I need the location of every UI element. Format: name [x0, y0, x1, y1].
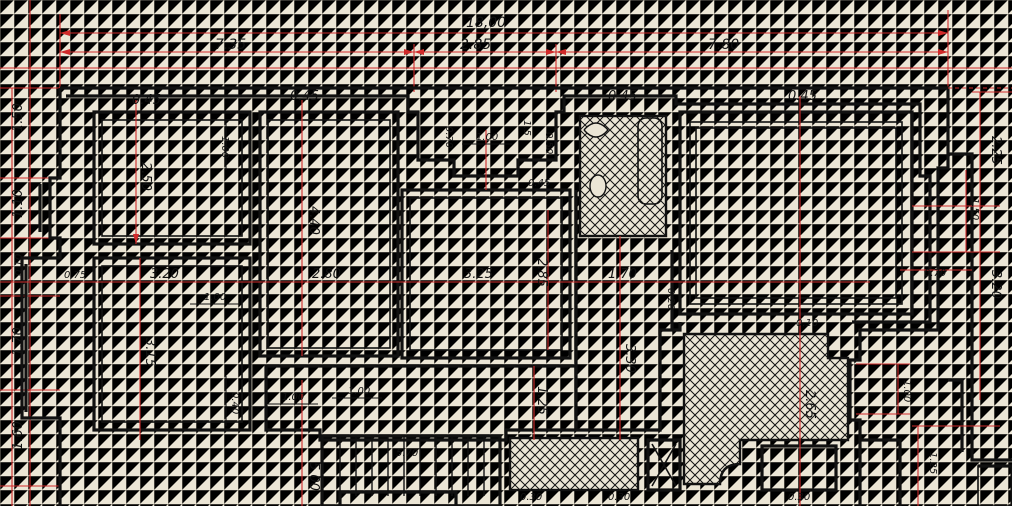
label-440: 4.40 — [306, 206, 321, 235]
label-030-c: 0.30 — [788, 492, 810, 503]
label-020: 0.20 — [665, 288, 676, 310]
room-lower-left-inner — [101, 265, 243, 423]
left-dim-010: 0.10 — [14, 254, 25, 276]
room-upper-right-inner2 — [695, 127, 897, 299]
mid-segment-label: 2.85 — [460, 37, 491, 53]
label-280: 2.80 — [312, 267, 341, 282]
small-hatched-area — [508, 436, 640, 492]
label-050: 0.50 — [543, 132, 554, 154]
label-045-b: 0.45 — [290, 89, 319, 104]
label-045-a: 0.45 — [132, 93, 161, 108]
label-320: 3.20 — [150, 267, 179, 282]
bathtub — [637, 117, 663, 205]
room-middle-tall — [258, 110, 400, 358]
label-100-c: 1.00 — [204, 292, 226, 303]
label-100-b: 1.00 — [476, 132, 498, 143]
kitchen-tile — [682, 332, 850, 486]
room-center-inner — [409, 197, 563, 351]
label-100-d: 1.00 — [348, 386, 370, 397]
left-window-niche — [24, 184, 42, 412]
label-100-e: 1.00 — [282, 392, 304, 403]
label-040: 0.40 — [229, 392, 240, 414]
outer-wall-inner — [66, 94, 932, 324]
right-annex-grid — [977, 465, 1012, 506]
label-030-b: 0.30 — [608, 492, 630, 503]
room-middle-tall-inner — [267, 119, 391, 349]
toilet — [589, 174, 607, 198]
label-170: 1.70 — [608, 267, 637, 282]
label-100-f: 1.00 — [901, 380, 912, 402]
room-upper-left — [92, 110, 252, 246]
lower-right-walls — [646, 438, 902, 506]
corridor-walls — [264, 190, 682, 442]
label-045-e: 0.45 — [528, 178, 550, 189]
label-250: 2.50 — [138, 162, 153, 191]
label-010: 0.10 — [796, 318, 818, 329]
staircase — [320, 434, 502, 506]
left-segment-label: 7.35 — [215, 37, 246, 53]
label-325: 3.25 — [464, 267, 493, 282]
label-030-a: 0.30 — [520, 492, 542, 503]
label-125: 1.25 — [534, 386, 549, 415]
label-570: 5.70 — [396, 448, 418, 459]
label-070: 0.70 — [443, 126, 454, 148]
left-dim-110: 1.10 — [11, 189, 26, 218]
room-upper-right-inner — [689, 121, 903, 305]
total-width-label: 18,00 — [466, 15, 506, 31]
outer-wall — [20, 86, 950, 506]
label-045-d: 0.45 — [788, 89, 817, 104]
label-150r: 1.50 — [969, 198, 980, 220]
label-045-c: 0.45 — [608, 89, 637, 104]
left-dim-160: 1.60 — [11, 421, 26, 450]
left-dim-170: 1.70 — [11, 327, 26, 356]
label-285: 2.85 — [534, 258, 549, 287]
label-075: 0.75 — [64, 270, 86, 281]
room-lower-left — [92, 256, 252, 432]
label-155: 1.5 — [521, 120, 532, 136]
interior-dimensions — [0, 91, 1012, 506]
label-125r: 1.25 — [927, 452, 938, 474]
room-upper-left-inner — [101, 119, 243, 237]
label-070r: 0.70 — [924, 268, 946, 279]
label-225: 2.25 — [988, 136, 1003, 165]
label-500: 5.00 — [306, 462, 321, 491]
room-upper-right — [678, 110, 914, 316]
sink — [583, 122, 609, 138]
label-265: 2.65 — [802, 390, 817, 419]
right-segment-label: 7.80 — [708, 37, 739, 53]
label-330: 3.30 — [622, 344, 637, 373]
label-315: 3.15 — [142, 338, 157, 367]
label-320r: 3.20 — [988, 270, 1003, 299]
left-dim-150: 1.50 — [11, 103, 26, 132]
label-100-a: 1.00 — [219, 136, 230, 158]
